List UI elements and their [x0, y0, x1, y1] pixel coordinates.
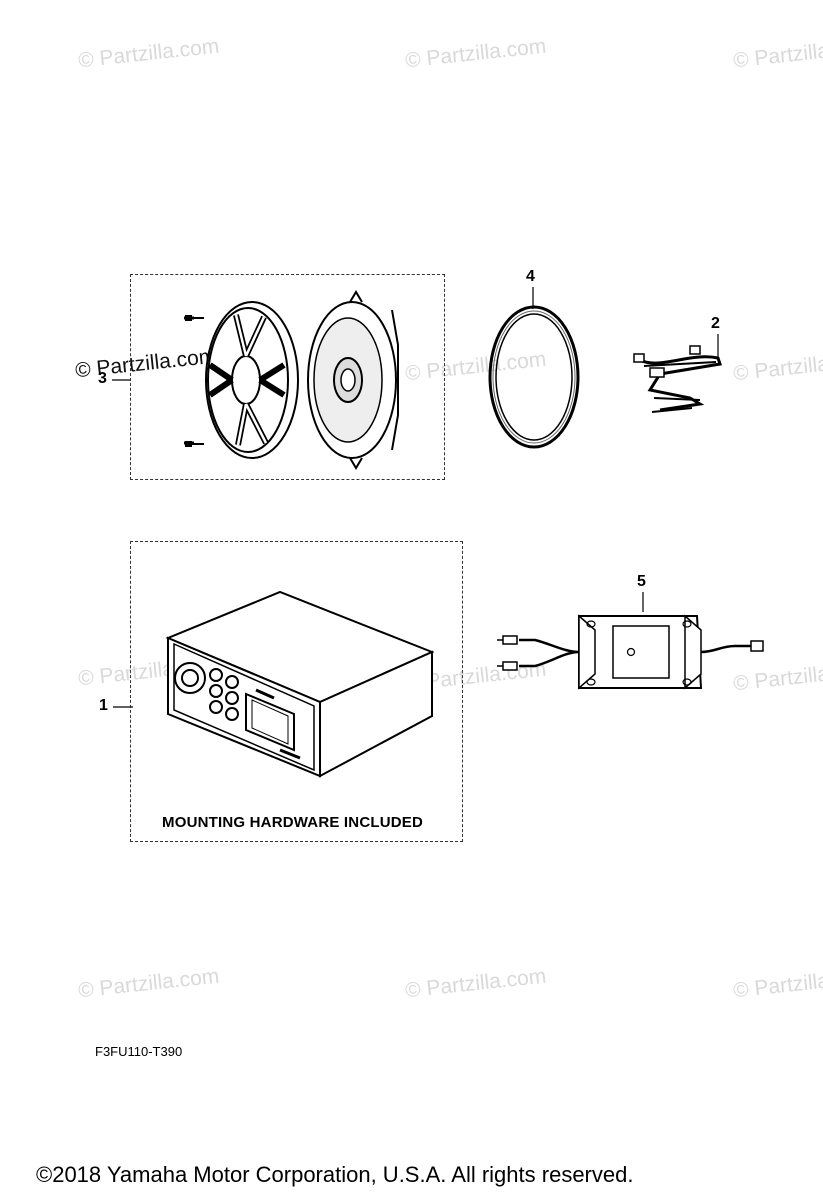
callout-5-leader	[642, 592, 644, 612]
watermark: © Partzilla.com	[77, 964, 221, 1003]
mounting-hardware-note: MOUNTING HARDWARE INCLUDED	[162, 814, 424, 831]
watermark: © Partzilla.com	[77, 34, 221, 73]
speaker-grille-drawing[interactable]	[180, 295, 320, 465]
gasket-ring-drawing[interactable]	[484, 302, 584, 452]
stereo-kit-frame	[130, 541, 463, 842]
callout-part-5[interactable]: 5	[637, 573, 646, 590]
callout-part-4[interactable]: 4	[526, 268, 535, 285]
callout-4-leader	[532, 287, 534, 309]
callout-3-leader	[112, 379, 130, 381]
watermark: © Partzilla.com	[404, 34, 548, 73]
amplifier-module-drawing[interactable]	[495, 610, 775, 700]
callout-1-leader	[113, 706, 133, 708]
callout-part-2[interactable]: 2	[711, 315, 720, 332]
wiring-harness-drawing[interactable]	[630, 340, 730, 425]
drawing-code: F3FU110-T390	[95, 1044, 183, 1059]
callout-2-leader	[717, 334, 719, 360]
screw-icon	[185, 315, 204, 321]
speaker-driver-drawing[interactable]	[300, 290, 410, 470]
watermark: © Partzilla.com	[732, 34, 823, 73]
stereo-unit-drawing[interactable]	[160, 590, 440, 790]
copyright-notice: ©2018 Yamaha Motor Corporation, U.S.A. A…	[36, 1162, 634, 1187]
callout-part-3[interactable]: 3	[98, 370, 107, 387]
watermark: © Partzilla.com	[732, 964, 823, 1003]
watermark: © Partzilla.com	[404, 964, 548, 1003]
callout-part-1[interactable]: 1	[99, 697, 108, 714]
screw-icon	[185, 441, 204, 447]
speaker-kit-frame	[130, 274, 445, 480]
watermark: © Partzilla.com	[732, 347, 823, 386]
